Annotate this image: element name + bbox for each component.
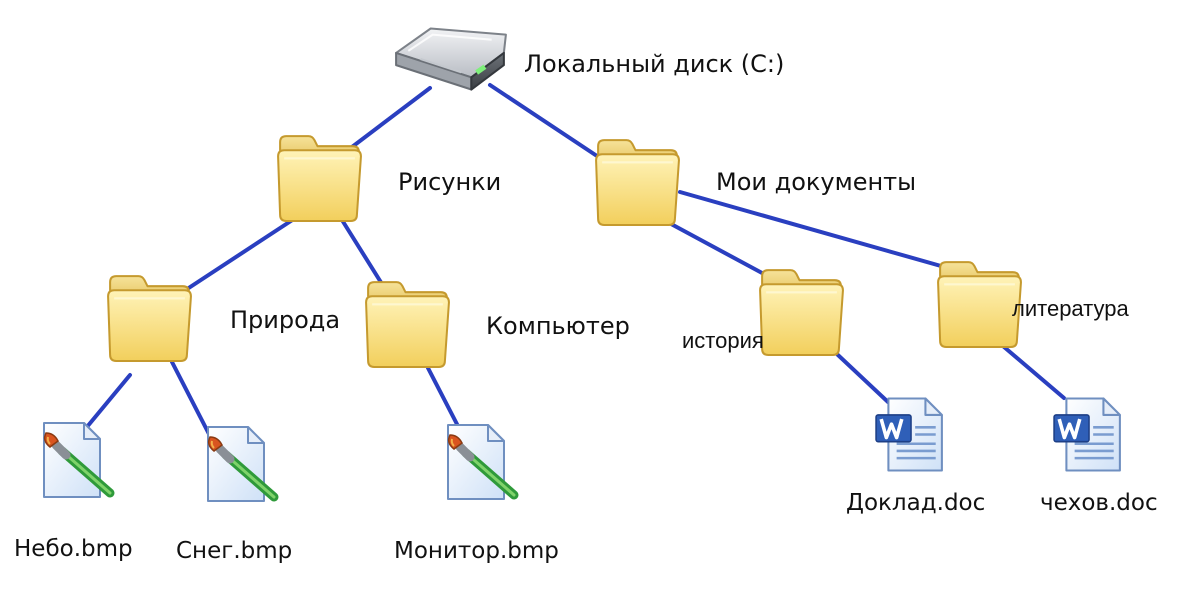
folder-literature[interactable]: литература (937, 261, 1129, 348)
node-label-computer: Компьютер (486, 312, 630, 340)
connector-root-documents (488, 83, 602, 160)
node-label-literature: литература (1012, 296, 1129, 321)
node-label-my-documents: Мои документы (716, 168, 916, 196)
folder-icon (759, 269, 844, 356)
connector-pictures-nature (176, 213, 302, 297)
folder-history[interactable]: история (682, 269, 844, 356)
folder-pictures[interactable]: Рисунки (277, 135, 501, 222)
connector-computer-monitor (426, 366, 462, 432)
connector-nature-snow (170, 360, 212, 438)
folder-my-documents[interactable]: Мои документы (595, 139, 916, 226)
hard-drive-icon (395, 27, 507, 91)
connector-documents-literature (678, 190, 950, 270)
paint-file-icon (44, 423, 110, 497)
folder-icon (365, 281, 450, 368)
node-local-disk[interactable]: Локальный диск (C:) (395, 27, 784, 91)
word-document-icon (1052, 396, 1122, 473)
word-document-icon (874, 396, 944, 473)
file-label-chekhov: чехов.doc (1040, 490, 1158, 516)
node-label-local-disk: Локальный диск (C:) (524, 50, 784, 78)
file-label-report: Доклад.doc (846, 490, 985, 516)
connector-documents-history (658, 216, 777, 282)
folder-nature[interactable]: Природа (107, 275, 340, 362)
folder-icon (595, 139, 680, 226)
folder-icon (937, 261, 1022, 348)
file-label-monitor: Монитор.bmp (394, 538, 559, 564)
file-chekhov-doc[interactable]: чехов.doc (1040, 396, 1158, 516)
file-sky-bmp[interactable]: Небо.bmp (14, 423, 133, 562)
connector-root-pictures (346, 86, 432, 152)
file-report-doc[interactable]: Доклад.doc (846, 396, 985, 516)
file-label-sky: Небо.bmp (14, 536, 133, 562)
folder-icon (107, 275, 192, 362)
paint-file-icon (208, 427, 274, 501)
node-label-history: история (682, 328, 764, 353)
folder-computer[interactable]: Компьютер (365, 281, 630, 368)
file-monitor-bmp[interactable]: Монитор.bmp (394, 425, 559, 564)
node-label-pictures: Рисунки (398, 168, 501, 196)
file-label-snow: Снег.bmp (176, 538, 292, 564)
file-snow-bmp[interactable]: Снег.bmp (176, 427, 292, 564)
folder-icon (277, 135, 362, 222)
node-label-nature: Природа (230, 306, 340, 334)
paint-file-icon (448, 425, 514, 499)
